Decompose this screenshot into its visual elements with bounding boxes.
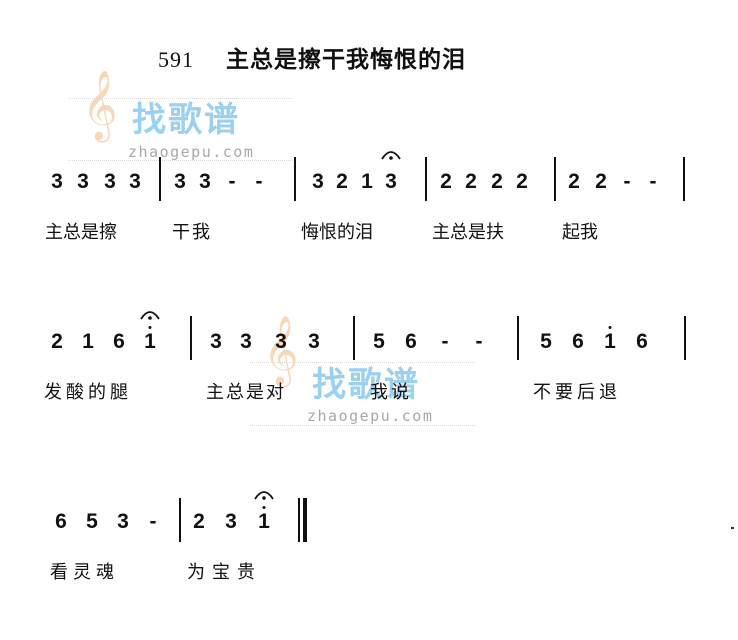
note: 3	[312, 170, 324, 193]
watermark-line	[250, 362, 475, 363]
high-octave-dot	[148, 326, 152, 329]
bar-line	[684, 316, 686, 360]
note: 2	[193, 510, 205, 533]
lyric-phrase: 干我	[172, 222, 212, 243]
lyric-phrase: 看灵魂	[50, 562, 119, 583]
lyric-phrase: 起我	[562, 222, 598, 243]
bar-line	[554, 157, 556, 201]
note: 3	[199, 170, 211, 193]
scan-mark	[731, 527, 734, 529]
watermark-url: zhaogepu.com	[307, 407, 434, 425]
treble-clef-icon: 𝄞	[263, 315, 299, 385]
fermata-icon	[254, 491, 274, 500]
note: 3	[129, 170, 141, 193]
lyric-phrase: 主总是对	[206, 382, 286, 403]
song-title: 591 主总是擦干我悔恨的泪	[158, 40, 466, 74]
fermata-icon	[381, 151, 401, 160]
note: 1	[258, 510, 270, 533]
note: 3	[51, 170, 63, 193]
bar-line	[179, 498, 181, 542]
fermata-icon	[140, 311, 160, 320]
high-octave-dot	[262, 506, 266, 509]
note: 5	[540, 330, 552, 353]
note: 3	[174, 170, 186, 193]
note: 3	[275, 330, 287, 353]
dash: -	[255, 170, 263, 193]
dash: -	[649, 170, 657, 193]
bar-line	[294, 157, 296, 201]
note: 2	[51, 330, 63, 353]
note: 2	[336, 170, 348, 193]
note: 2	[491, 170, 503, 193]
note: 3	[77, 170, 89, 193]
note: 1	[144, 330, 156, 353]
bar-line	[517, 316, 519, 360]
dash: -	[441, 330, 449, 353]
dash: -	[228, 170, 236, 193]
song-name: 主总是擦干我悔恨的泪	[226, 47, 466, 73]
note: 6	[636, 330, 648, 353]
final-bar-thin	[298, 498, 300, 542]
note: 3	[240, 330, 252, 353]
note: 2	[595, 170, 607, 193]
watermark-line	[68, 160, 293, 161]
lyric-phrase: 不要后退	[533, 382, 621, 403]
note: 2	[568, 170, 580, 193]
note: 1	[604, 330, 616, 353]
bar-line	[190, 316, 192, 360]
lyric-phrase: 为宝贵	[187, 562, 262, 583]
note: 3	[225, 510, 237, 533]
watermark-name: 找歌谱	[132, 100, 240, 140]
bar-line	[683, 157, 685, 201]
note: 5	[373, 330, 385, 353]
note: 3	[210, 330, 222, 353]
note: 3	[385, 170, 397, 193]
final-bar-thick	[303, 498, 307, 542]
high-octave-dot	[608, 326, 612, 329]
note: 5	[86, 510, 98, 533]
watermark-name: 找歌谱	[312, 365, 420, 405]
dash: -	[475, 330, 483, 353]
watermark-line	[68, 98, 293, 99]
note: 3	[308, 330, 320, 353]
lyric-phrase: 主总是扶	[432, 222, 504, 243]
note: 6	[405, 330, 417, 353]
note: 6	[113, 330, 125, 353]
note: 6	[572, 330, 584, 353]
lyric-phrase: 我说	[370, 382, 412, 403]
note: 6	[55, 510, 67, 533]
note: 3	[104, 170, 116, 193]
note: 2	[440, 170, 452, 193]
note: 2	[465, 170, 477, 193]
song-number: 591	[158, 47, 194, 72]
lyric-phrase: 发酸的腿	[44, 382, 132, 403]
bar-line	[159, 157, 161, 201]
lyric-phrase: 主总是擦	[45, 222, 117, 243]
note: 1	[82, 330, 94, 353]
dash: -	[623, 170, 631, 193]
watermark-url: zhaogepu.com	[128, 143, 255, 161]
watermark-line	[250, 425, 475, 426]
note: 2	[516, 170, 528, 193]
note: 1	[361, 170, 373, 193]
dash: -	[149, 510, 157, 533]
bar-line	[353, 316, 355, 360]
lyric-phrase: 悔恨的泪	[301, 222, 373, 243]
bar-line	[425, 157, 427, 201]
treble-clef-icon: 𝄞	[82, 70, 118, 140]
note: 3	[117, 510, 129, 533]
